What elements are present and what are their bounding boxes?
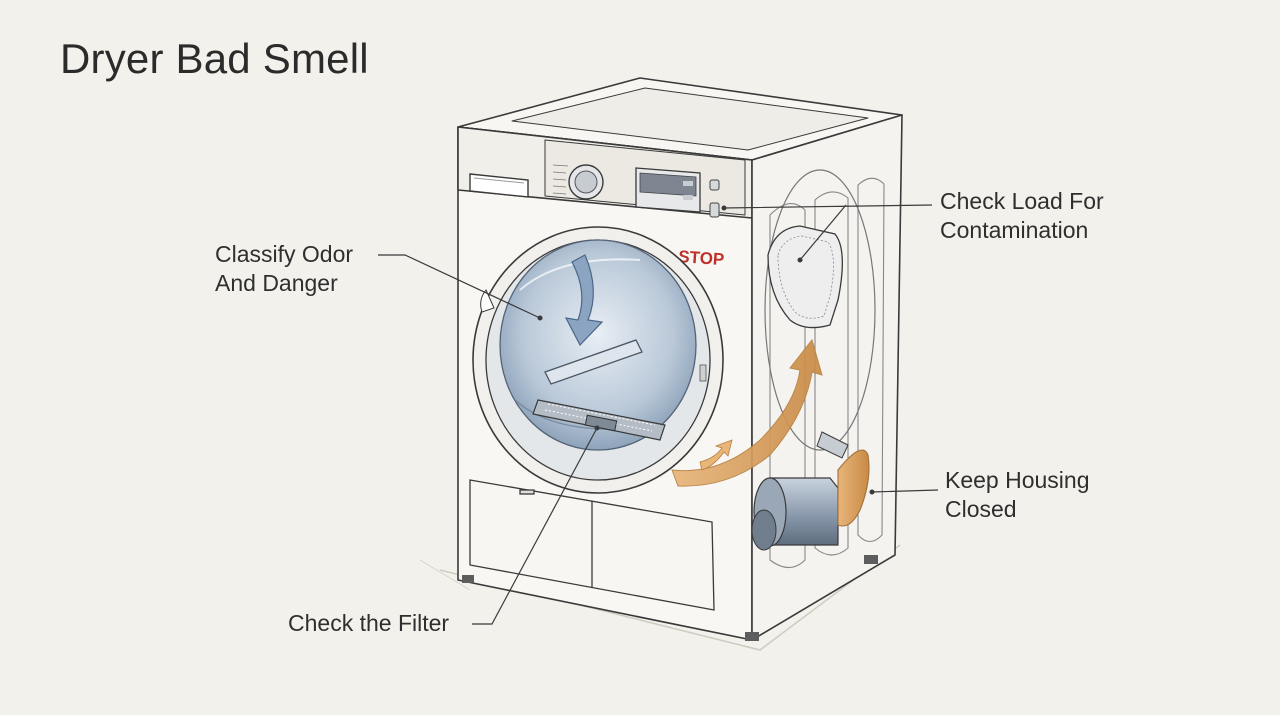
display-panel (635, 167, 720, 218)
leader-load (723, 204, 933, 261)
label-check-load: Check Load For Contamination (940, 187, 1104, 245)
label-classify-line-2: And Danger (215, 270, 338, 296)
label-load-line-2: Contamination (940, 217, 1089, 243)
detergent-drawer (469, 173, 529, 198)
leader-housing (871, 489, 939, 493)
label-housing-line-1: Keep Housing (945, 467, 1090, 493)
dryer-feet (462, 555, 878, 641)
drum-rotation-arrow (564, 254, 604, 347)
label-housing-line-2: Closed (945, 496, 1017, 522)
stop-sign: STOP (678, 247, 725, 269)
control-knob (552, 164, 604, 200)
drum (499, 239, 697, 451)
leader-classify (378, 254, 541, 319)
condenser-filter (767, 225, 843, 329)
leader-endpoints (537, 205, 875, 495)
label-filter-text: Check the Filter (288, 610, 450, 636)
dryer-top (457, 77, 903, 161)
drum-paddle (544, 339, 643, 385)
leader-filter (472, 427, 598, 625)
label-classify-line-1: Classify Odor (215, 241, 354, 267)
leader-lines (378, 204, 939, 625)
lower-panels (469, 479, 715, 611)
page-title: Dryer Bad Smell (60, 35, 369, 82)
label-classify-odor: Classify Odor And Danger (215, 240, 353, 298)
airflow-arrows (671, 338, 823, 487)
dryer-side (751, 114, 903, 641)
label-load-line-1: Check Load For (940, 188, 1104, 214)
label-keep-housing: Keep Housing Closed (945, 466, 1090, 524)
motor-assembly (751, 431, 870, 551)
label-check-filter: Check the Filter (288, 609, 449, 638)
